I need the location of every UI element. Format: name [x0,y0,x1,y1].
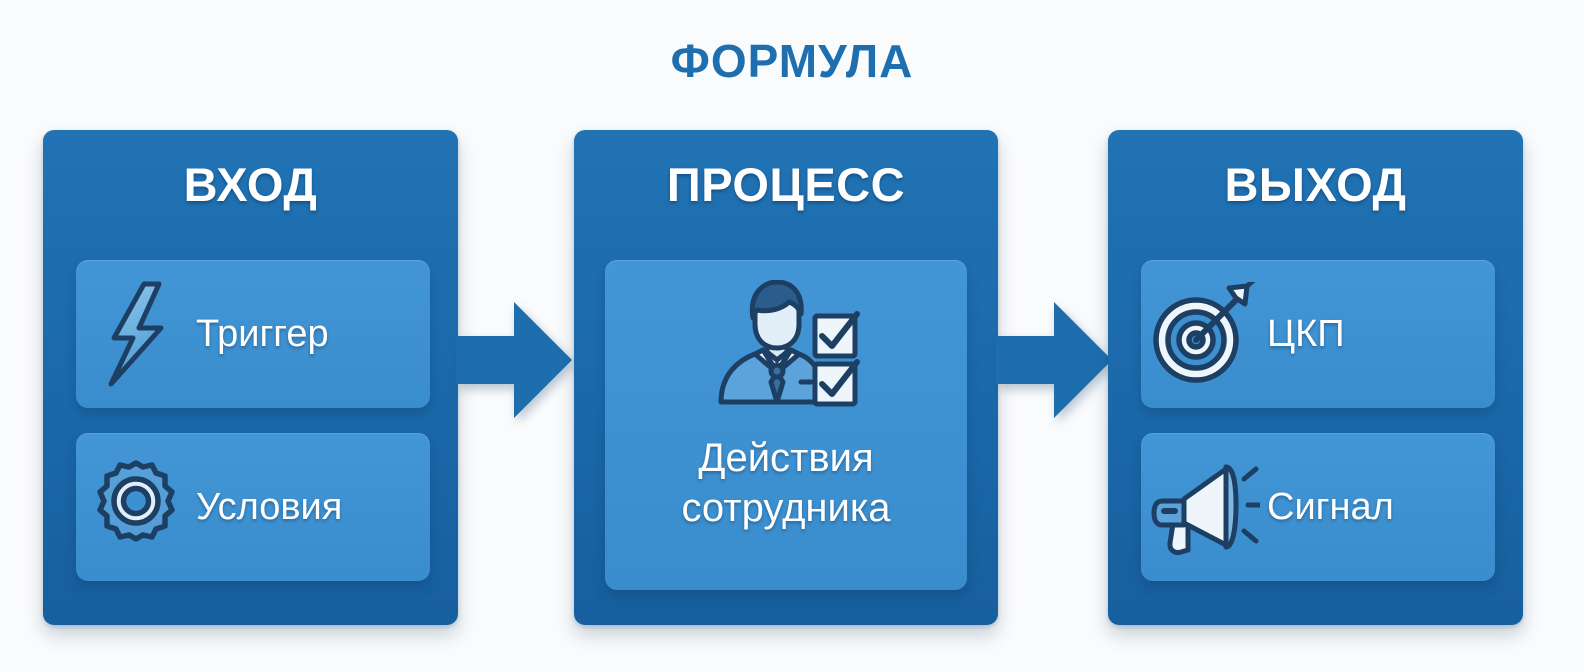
lightning-bolt-icon [76,260,196,408]
target-arrow-icon [1141,260,1267,408]
card-ckp[interactable]: ЦКП [1141,260,1495,408]
card-signal-label: Сигнал [1267,485,1394,528]
megaphone-icon [1141,433,1267,581]
card-employee-actions-line2: сотрудника [681,485,891,530]
card-conditions-label: Условия [196,485,343,528]
panel-input-title: ВХОД [183,158,318,211]
card-signal[interactable]: Сигнал [1141,433,1495,581]
panel-output-title: ВЫХОД [1224,158,1407,211]
panel-process: ПРОЦЕСС [574,130,998,625]
panel-process-title: ПРОЦЕСС [666,158,906,211]
card-employee-actions-label: Действия сотрудника [681,434,890,533]
arrow-process-to-output [996,296,1114,424]
card-trigger-label: Триггер [196,312,329,355]
panel-output: ВЫХОД ЦКП [1108,130,1523,625]
card-employee-actions[interactable]: Действия сотрудника [605,260,967,590]
panel-input: ВХОД Триггер [43,130,458,625]
card-employee-actions-line1: Действия [698,436,874,480]
gear-icon [76,433,196,581]
card-trigger[interactable]: Триггер [76,260,430,408]
card-ckp-label: ЦКП [1267,312,1345,355]
employee-checklist-icon [605,260,967,430]
page-title: ФОРМУЛА [670,35,914,87]
arrow-input-to-process [456,296,574,424]
card-conditions[interactable]: Условия [76,433,430,581]
